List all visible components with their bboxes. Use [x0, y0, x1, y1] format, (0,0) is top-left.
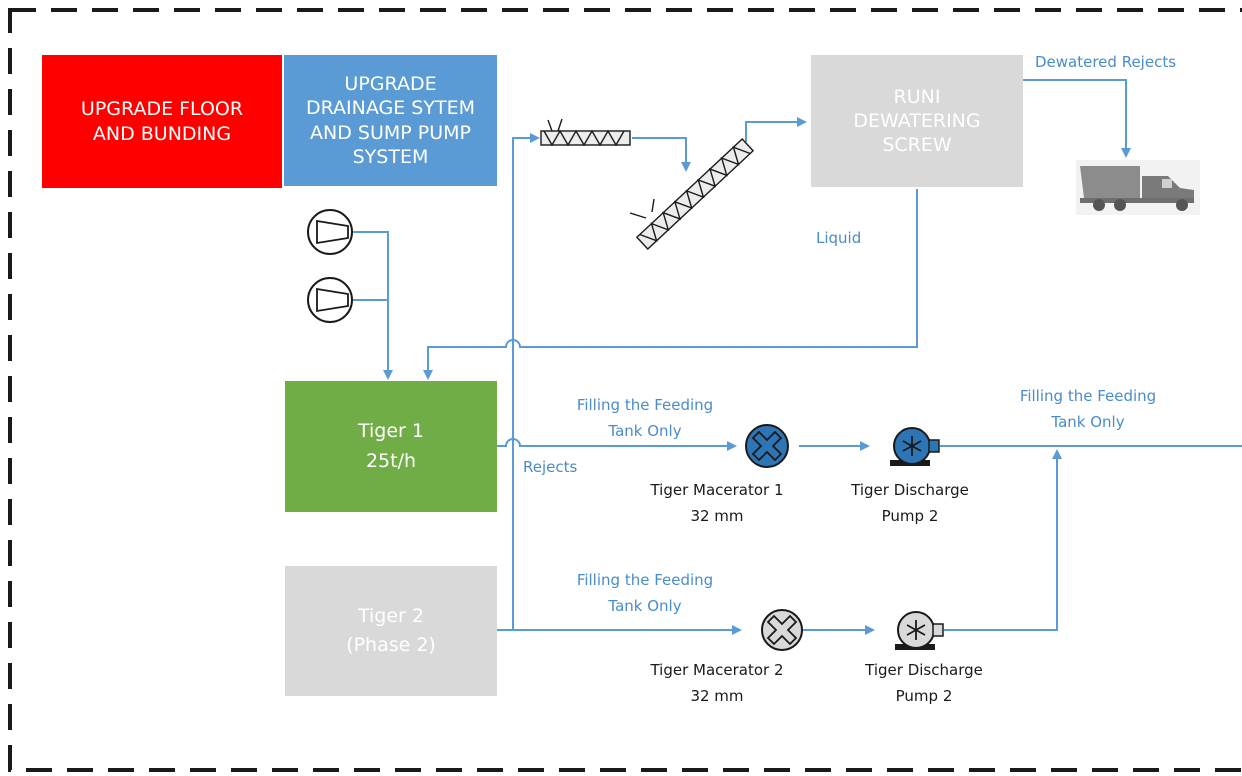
box-line: DEWATERING [853, 109, 981, 132]
liquid-label: Liquid [816, 226, 861, 252]
rejects-label: Rejects [523, 455, 577, 481]
label-text: Filling the Feeding [576, 571, 714, 589]
label-text: Tank Only [1051, 412, 1125, 431]
upgrade-floor-box: UPGRADE FLOOR AND BUNDING [42, 55, 282, 188]
filling-feeding-tank-label-1: Filling the Feeding Tank Only [560, 393, 730, 444]
tiger-2-box: Tiger 2 (Phase 2) [285, 566, 497, 696]
runi-dewatering-screw-box: RUNI DEWATERING SCREW [811, 55, 1023, 187]
box-line: SYSTEM [352, 145, 429, 168]
filling-feeding-tank-label-2: Filling the Feeding Tank Only [1003, 384, 1173, 435]
box-line: UPGRADE FLOOR [80, 98, 244, 121]
conveyor-drop-line [632, 137, 691, 172]
label-text: Liquid [816, 229, 862, 247]
macerator-2-label: Tiger Macerator 2 32 mm [637, 658, 797, 709]
box-line: AND SUMP PUMP [310, 121, 471, 144]
pump-icon [890, 427, 940, 466]
compressor-icon [307, 209, 353, 255]
boundary-frame [8, 8, 1242, 772]
discharge-pump-1-label: Tiger Discharge Pump 2 [840, 478, 980, 529]
label-text: Tiger Macerator 2 [650, 661, 784, 679]
label-text: Dewatered Rejects [1035, 53, 1177, 71]
incline-to-runi-line [745, 117, 807, 142]
dump-truck-icon [1076, 160, 1200, 215]
macerator-icon [745, 424, 789, 468]
label-text: Tank Only [608, 596, 682, 615]
box-line: UPGRADE [344, 72, 437, 95]
label-text: 32 mm [690, 506, 744, 525]
label-text: Pump 2 [881, 506, 939, 525]
discharge-pump-2-label: Tiger Discharge Pump 2 [854, 658, 994, 709]
inclined-conveyor-icon [635, 138, 755, 250]
pump-icon [895, 611, 944, 650]
macerator-1-label: Tiger Macerator 1 32 mm [637, 478, 797, 529]
label-text: 32 mm [690, 686, 744, 705]
inclined-conveyor-inlet [629, 198, 655, 219]
label-text: Tiger Macerator 1 [650, 481, 784, 499]
box-line: (Phase 2) [346, 634, 436, 656]
box-line: RUNI [893, 85, 941, 108]
label-text: Filling the Feeding [1019, 387, 1157, 405]
box-line: SCREW [882, 134, 952, 157]
box-line: AND BUNDING [92, 122, 232, 145]
compressor-1-line [352, 231, 393, 380]
label-text: Rejects [523, 458, 578, 476]
label-text: Tiger Discharge [865, 661, 983, 679]
macerator-icon [761, 609, 803, 651]
compressor-icon [307, 277, 353, 323]
label-text: Tiger Discharge [851, 481, 969, 499]
tiger1-outlet-line [497, 438, 737, 451]
box-line: 25t/h [365, 449, 417, 472]
label-text: Tank Only [608, 421, 682, 440]
label-text: Filling the Feeding [576, 396, 714, 414]
pump2-to-header-line [944, 449, 1062, 631]
box-line: DRAINAGE SYTEM [306, 97, 475, 120]
dewatered-rejects-label: Dewatered Rejects [1035, 50, 1176, 76]
box-line: Tiger 1 [358, 420, 424, 443]
filling-feeding-tank-label-3: Filling the Feeding Tank Only [560, 568, 730, 619]
upgrade-drainage-box: UPGRADE DRAINAGE SYTEM AND SUMP PUMP SYS… [284, 55, 497, 186]
tiger-1-box: Tiger 1 25t/h [285, 381, 497, 512]
dewatered-rejects-line [1022, 79, 1131, 158]
conveyor-icon [540, 118, 631, 147]
rejects-riser-line [512, 133, 540, 630]
box-line: Tiger 2 [358, 604, 424, 627]
label-text: Pump 2 [895, 686, 953, 705]
